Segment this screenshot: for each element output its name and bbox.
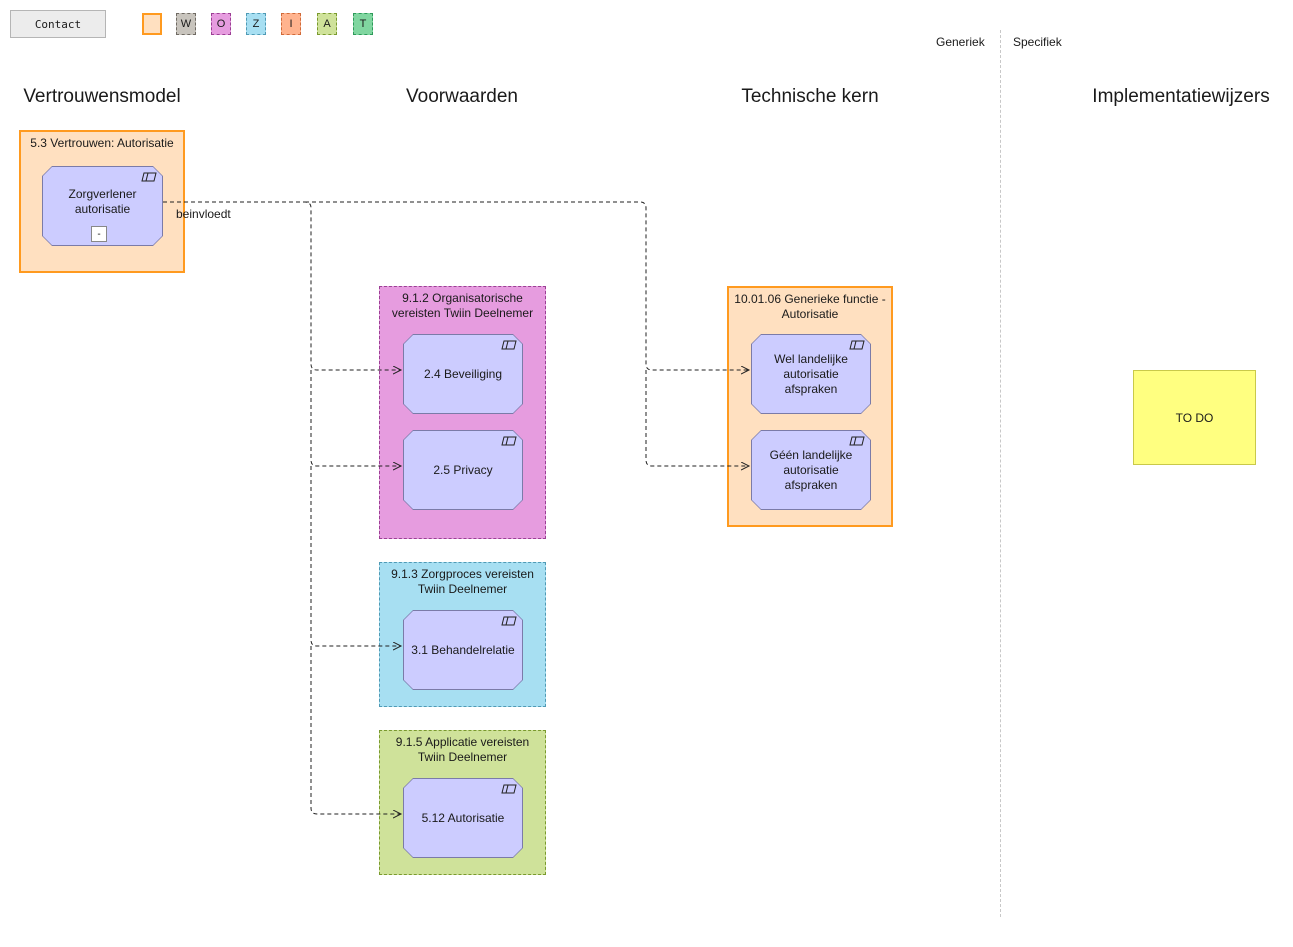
legend-item-i[interactable]: I [281, 13, 301, 35]
generiek-label: Generiek [936, 35, 985, 49]
requirement-icon [501, 340, 517, 350]
collapse-button[interactable]: - [91, 226, 107, 242]
contact-button[interactable]: Contact [10, 10, 106, 38]
connector-to-geen-landelijk [645, 370, 749, 466]
column-title-technische-kern: Technische kern [741, 86, 879, 107]
element-behandelrelatie[interactable]: 3.1 Behandelrelatie [403, 610, 523, 690]
element-wel-landelijke-afspraken[interactable]: Wel landelijke autorisatie afspraken [751, 334, 871, 414]
element-label: 2.5 Privacy [404, 431, 522, 509]
element-privacy[interactable]: 2.5 Privacy [403, 430, 523, 510]
column-divider [1000, 30, 1001, 917]
group-title: 9.1.5 Applicatie vereisten Twiin Deelnem… [395, 735, 530, 764]
requirement-icon [141, 172, 157, 182]
group-title: 9.1.3 Zorgproces vereisten Twiin Deelnem… [391, 567, 534, 596]
requirement-icon [501, 616, 517, 626]
column-title-vertrouwensmodel: Vertrouwensmodel [23, 86, 181, 107]
column-title-implementatiewijzers: Implementatiewijzers [1092, 86, 1270, 107]
connector-to-privacy [310, 370, 401, 466]
todo-note[interactable]: TO DO [1133, 370, 1256, 465]
element-beveiliging[interactable]: 2.4 Beveiliging [403, 334, 523, 414]
requirement-icon [849, 340, 865, 350]
group-title: 10.01.06 Generieke functie - Autorisatie [734, 292, 886, 321]
connector-to-behandelrelatie [310, 466, 401, 646]
requirement-icon [501, 784, 517, 794]
legend-item-plain[interactable] [142, 13, 162, 35]
requirement-icon [501, 436, 517, 446]
element-geen-landelijke-afspraken[interactable]: Géén landelijke autorisatie afspraken [751, 430, 871, 510]
column-title-voorwaarden: Voorwaarden [406, 86, 518, 107]
legend-item-t[interactable]: T [353, 13, 373, 35]
legend-item-w[interactable]: W [176, 13, 196, 35]
connector-to-wel-landelijk [305, 201, 749, 370]
element-zorgverlener-autorisatie[interactable]: Zorgverlener autorisatie - [42, 166, 163, 246]
legend-item-a[interactable]: A [317, 13, 337, 35]
element-autorisatie[interactable]: 5.12 Autorisatie [403, 778, 523, 858]
legend-item-o[interactable]: O [211, 13, 231, 35]
connector-to-beveiliging [163, 201, 401, 370]
element-label: Géén landelijke autorisatie afspraken [752, 431, 870, 509]
legend-item-z[interactable]: Z [246, 13, 266, 35]
connector-to-autorisatie [310, 646, 401, 814]
specifiek-label: Specifiek [1013, 35, 1062, 49]
relation-label: beinvloedt [176, 207, 231, 221]
group-title: 9.1.2 Organisatorische vereisten Twiin D… [391, 291, 534, 320]
group-title: 5.3 Vertrouwen: Autorisatie [30, 136, 174, 150]
requirement-icon [849, 436, 865, 446]
